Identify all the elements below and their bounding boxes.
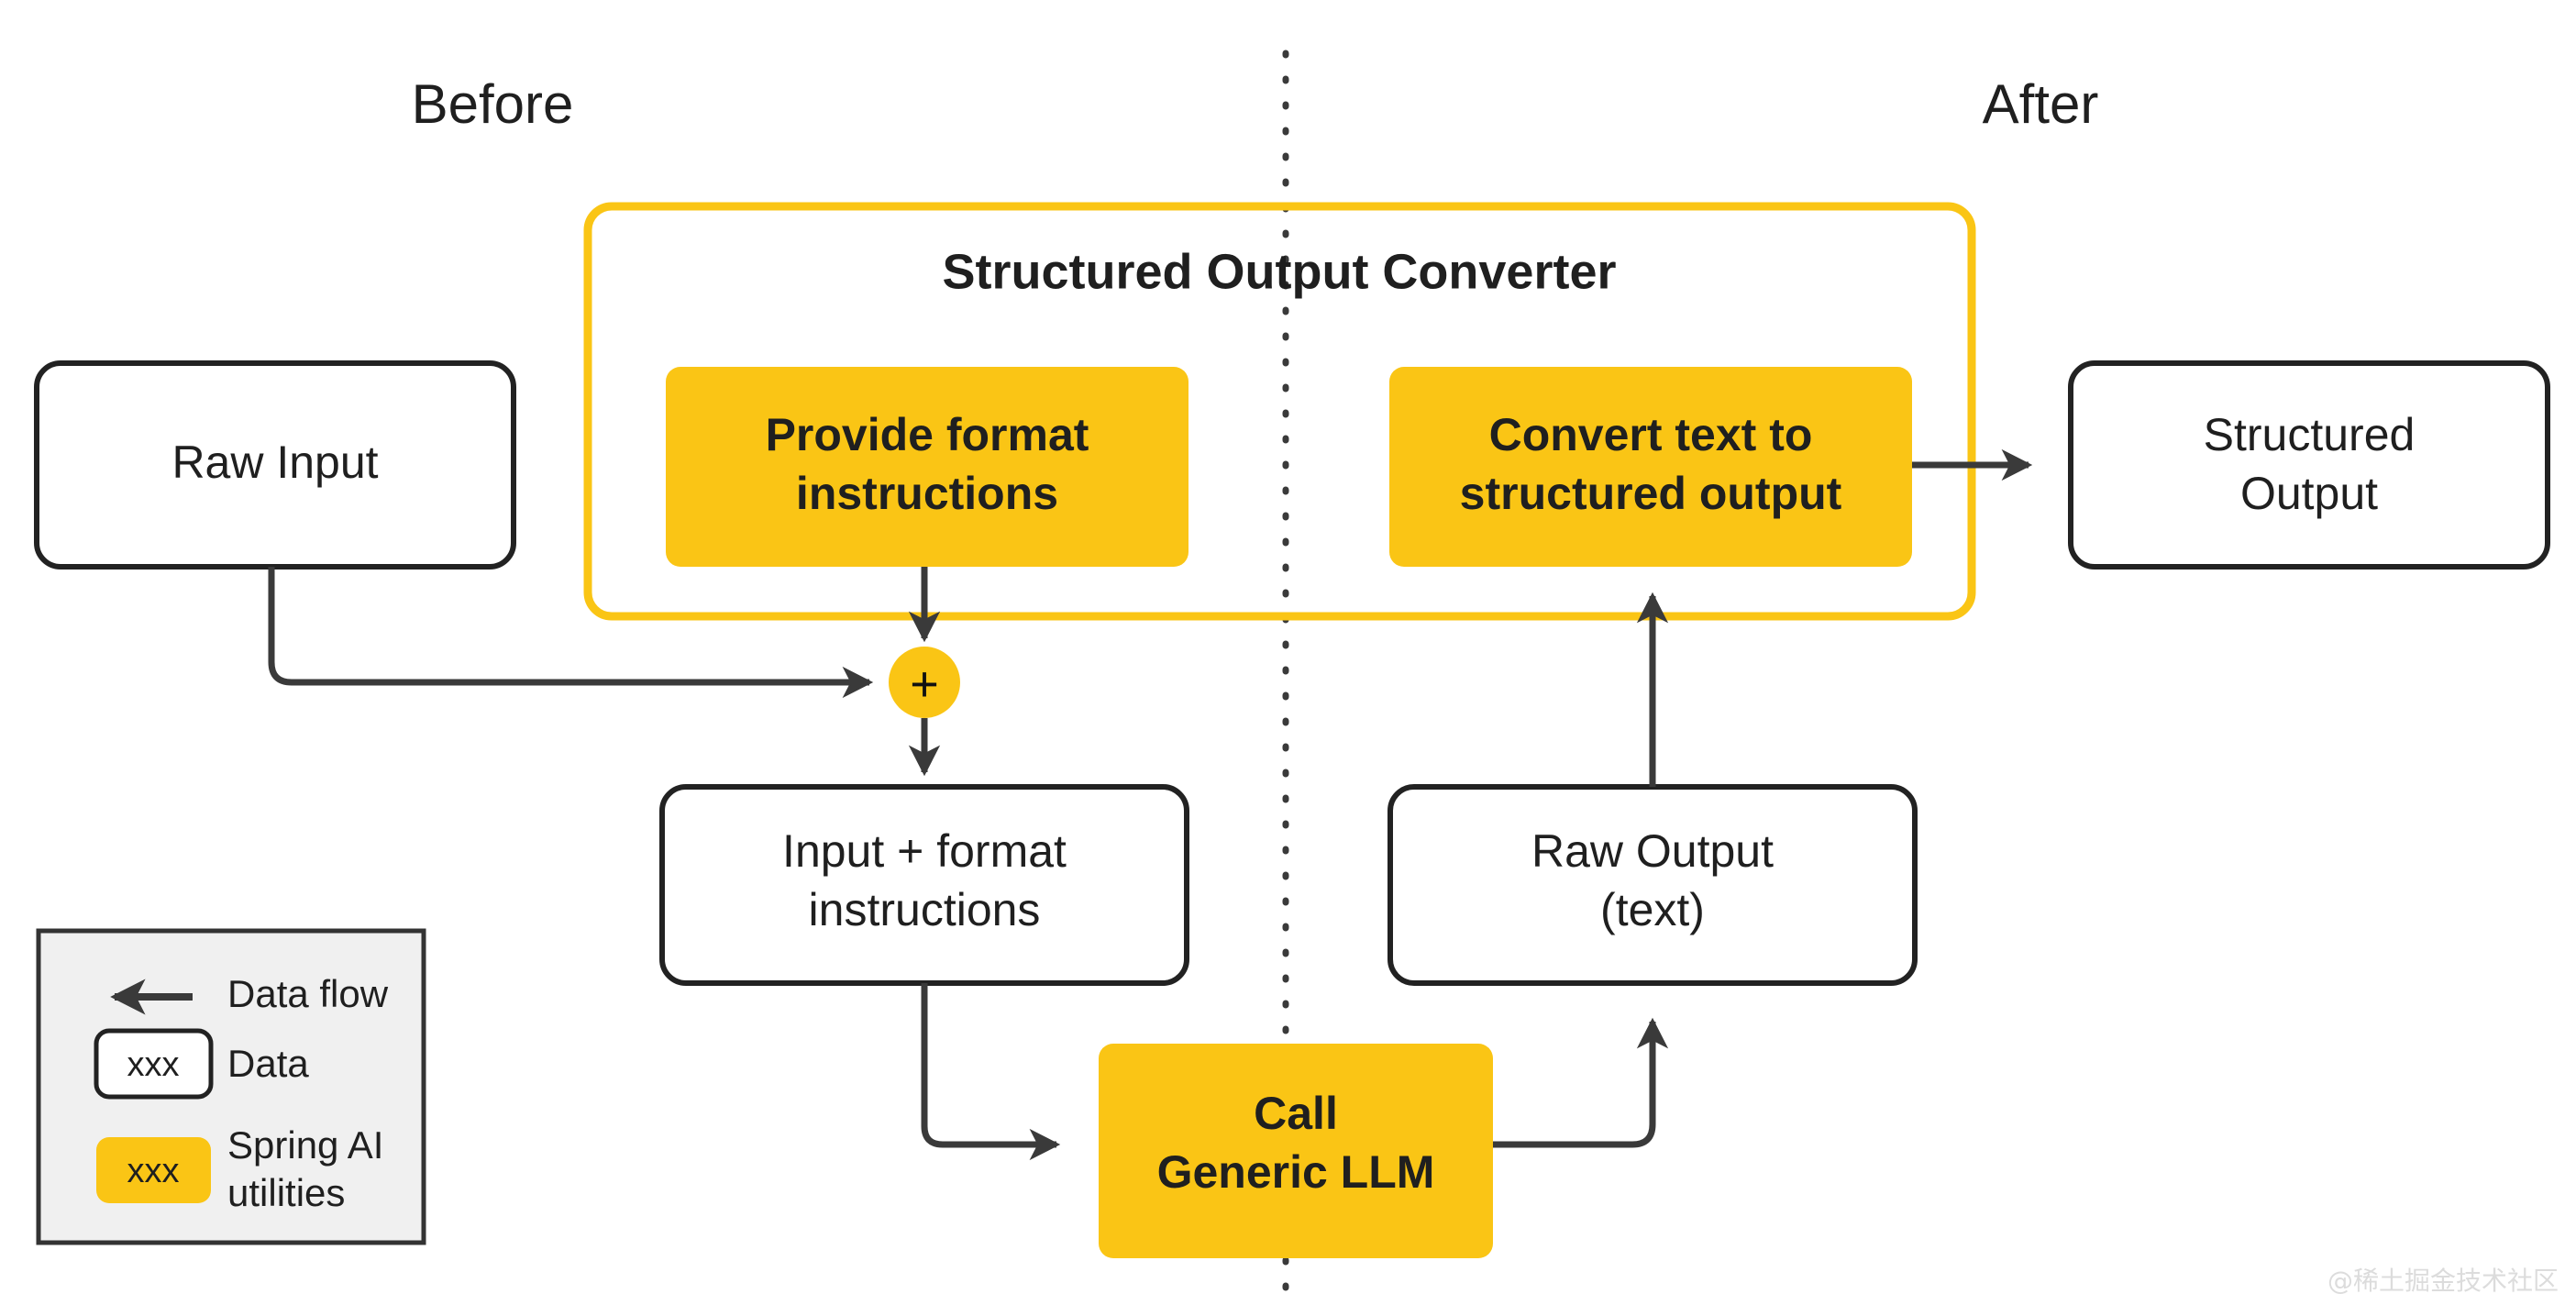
legend-data-chip bbox=[94, 1028, 214, 1100]
legend-item-data-label: Data bbox=[227, 1042, 309, 1085]
node-provide-format-instructions[interactable] bbox=[666, 367, 1188, 567]
node-structured-output[interactable] bbox=[2068, 360, 2550, 570]
node-input-plus-format-label-line2: instructions bbox=[809, 884, 1041, 935]
legend-item-data-flow-label: Data flow bbox=[227, 972, 389, 1015]
converter-title: Structured Output Converter bbox=[942, 244, 1616, 299]
legend-spring-ai-chip-text: xxx bbox=[127, 1152, 180, 1190]
node-structured-output-label-line2: Output bbox=[2240, 468, 2378, 519]
node-raw-input-label: Raw Input bbox=[171, 437, 378, 488]
flow-llm-to-raw-output bbox=[1493, 1017, 1669, 1148]
converter-container-box bbox=[583, 202, 1976, 621]
node-input-plus-format-label-line1: Input + format bbox=[782, 825, 1067, 877]
node-merge-junction[interactable] bbox=[889, 647, 960, 718]
legend-spring-ai-chip bbox=[96, 1137, 211, 1203]
phase-label-after: After bbox=[1983, 73, 2099, 135]
node-raw-output-label-line1: Raw Output bbox=[1531, 825, 1774, 877]
node-convert-text-label-line1: Convert text to bbox=[1489, 409, 1813, 460]
node-call-generic-llm[interactable] bbox=[1099, 1044, 1493, 1258]
watermark-text: @稀土掘金技术社区 bbox=[2327, 1266, 2559, 1296]
flow-input-plus-format-to-llm bbox=[921, 983, 1061, 1161]
node-convert-text-to-structured-output[interactable] bbox=[1389, 367, 1912, 567]
node-raw-input[interactable] bbox=[34, 360, 516, 570]
flow-raw-input-to-merge bbox=[268, 567, 874, 699]
node-provide-format-instructions-label-line1: Provide format bbox=[766, 409, 1089, 460]
node-structured-output-label-line1: Structured bbox=[2204, 409, 2416, 460]
node-raw-output-label-line2: (text) bbox=[1600, 884, 1705, 935]
phase-label-before: Before bbox=[412, 73, 574, 135]
node-merge-junction-label: + bbox=[910, 657, 939, 712]
node-call-generic-llm-label-line2: Generic LLM bbox=[1157, 1146, 1435, 1198]
legend-data-chip-text: xxx bbox=[127, 1045, 180, 1084]
node-call-generic-llm-label-line1: Call bbox=[1254, 1088, 1338, 1139]
node-provide-format-instructions-label-line2: instructions bbox=[796, 468, 1058, 519]
legend-item-spring-ai-label-line2: utilities bbox=[227, 1171, 345, 1214]
node-convert-text-label-line2: structured output bbox=[1460, 468, 1842, 519]
legend-item-spring-ai-label-line1: Spring AI bbox=[227, 1123, 383, 1167]
